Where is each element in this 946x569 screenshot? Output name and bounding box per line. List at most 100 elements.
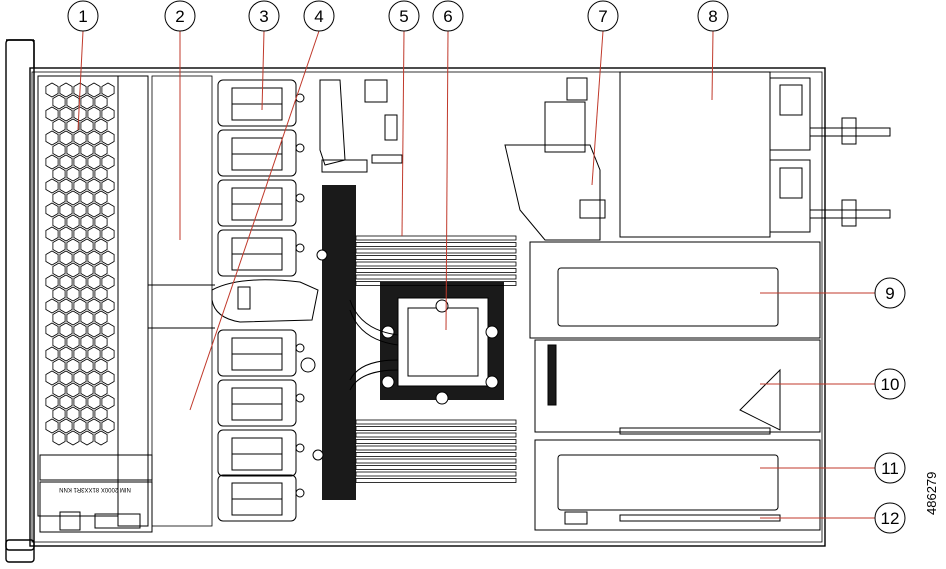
hex-vent — [94, 262, 108, 278]
fan-latch — [295, 143, 305, 153]
callout-number: 5 — [399, 7, 408, 26]
callout-number: 3 — [259, 7, 268, 26]
hex-vent — [52, 94, 66, 110]
dimm-slot — [355, 274, 517, 280]
hex-vent — [80, 406, 94, 422]
hex-vent — [52, 406, 66, 422]
hex-vent — [59, 298, 73, 314]
hex-vent — [59, 202, 73, 218]
hex-vent — [59, 154, 73, 170]
hex-vent — [66, 238, 80, 254]
callout-10: 10 — [760, 368, 906, 400]
hex-vent — [66, 334, 80, 350]
dimm-slot — [355, 471, 517, 477]
hex-vent — [101, 154, 115, 170]
hex-vent — [87, 202, 101, 218]
hex-vent — [59, 370, 73, 386]
hex-vent — [80, 118, 94, 134]
fan-latch — [295, 343, 305, 353]
hex-vent — [73, 370, 87, 386]
riser-bracket — [504, 77, 606, 241]
hex-vent — [87, 178, 101, 194]
hex-vent — [80, 430, 94, 446]
hex-vent — [80, 334, 94, 350]
dimm-slot — [355, 235, 517, 241]
callout-number: 8 — [708, 7, 717, 26]
hex-vent — [59, 178, 73, 194]
dimm-slot — [355, 242, 517, 247]
chassis-label: NIM 2000X 81XX3R1 KNN — [59, 486, 131, 492]
fan-latch — [295, 243, 305, 253]
hex-vent — [66, 190, 80, 206]
hex-vent — [59, 394, 73, 410]
callout-circle — [303, 0, 335, 32]
callout-11: 11 — [760, 452, 906, 484]
callout-circle — [874, 502, 906, 534]
hex-vent — [94, 406, 108, 422]
hex-vent — [80, 94, 94, 110]
callout-leader — [445, 30, 449, 331]
hex-vent — [45, 130, 59, 146]
hex-vent — [73, 418, 87, 434]
hex-vent — [80, 166, 94, 182]
hex-vent — [66, 382, 80, 398]
hex-vent — [87, 394, 101, 410]
callout-circle — [874, 277, 906, 309]
hex-vent — [66, 358, 80, 374]
chassis — [5, 39, 826, 563]
callout-number: 1 — [78, 7, 87, 26]
hex-vent — [45, 298, 59, 314]
cpu-heatsink — [312, 185, 504, 500]
hex-vent — [45, 394, 59, 410]
hex-vent — [101, 250, 115, 266]
hex-vent — [73, 226, 87, 242]
hex-vent — [45, 202, 59, 218]
hex-vent — [80, 214, 94, 230]
hex-vent — [73, 106, 87, 122]
hex-vent — [94, 382, 108, 398]
pcie-risers — [529, 241, 821, 531]
front-drive-bays — [37, 75, 215, 533]
hex-vent — [59, 322, 73, 338]
callout-3: 3 — [248, 0, 280, 111]
heat-pipes — [349, 299, 399, 391]
callout-leader — [189, 30, 320, 411]
fan-module — [217, 129, 297, 177]
hex-vent — [101, 370, 115, 386]
hex-vent — [66, 430, 80, 446]
hex-vent — [52, 430, 66, 446]
hex-vent — [87, 154, 101, 170]
hex-vent — [101, 274, 115, 290]
hex-vent — [87, 346, 101, 362]
hex-vent — [87, 250, 101, 266]
callout-7: 7 — [587, 0, 619, 186]
figure-id: 486279 — [924, 472, 939, 515]
hex-vent — [87, 82, 101, 98]
hex-vent — [94, 334, 108, 350]
hex-vent — [94, 286, 108, 302]
dimm-slot — [355, 452, 517, 457]
callout-6: 6 — [432, 0, 464, 331]
hex-vent — [66, 118, 80, 134]
callout-circle — [697, 0, 729, 32]
hex-vent — [101, 178, 115, 194]
hex-vent — [45, 370, 59, 386]
callout-circle — [874, 452, 906, 484]
dimm-slot — [355, 419, 517, 425]
callout-12: 12 — [760, 502, 906, 534]
dimm-slot — [355, 432, 517, 438]
hex-vent — [73, 274, 87, 290]
hex-vent — [66, 142, 80, 158]
fan-latch — [295, 393, 305, 403]
hex-vent — [80, 358, 94, 374]
fan-module — [217, 179, 297, 227]
callout-number: 9 — [885, 284, 894, 303]
hex-vent — [73, 202, 87, 218]
dimm-slot — [355, 261, 517, 267]
hex-vent — [45, 226, 59, 242]
hex-vent — [73, 346, 87, 362]
callout-number: 10 — [881, 375, 900, 394]
hex-vent — [80, 190, 94, 206]
hex-vent — [52, 286, 66, 302]
